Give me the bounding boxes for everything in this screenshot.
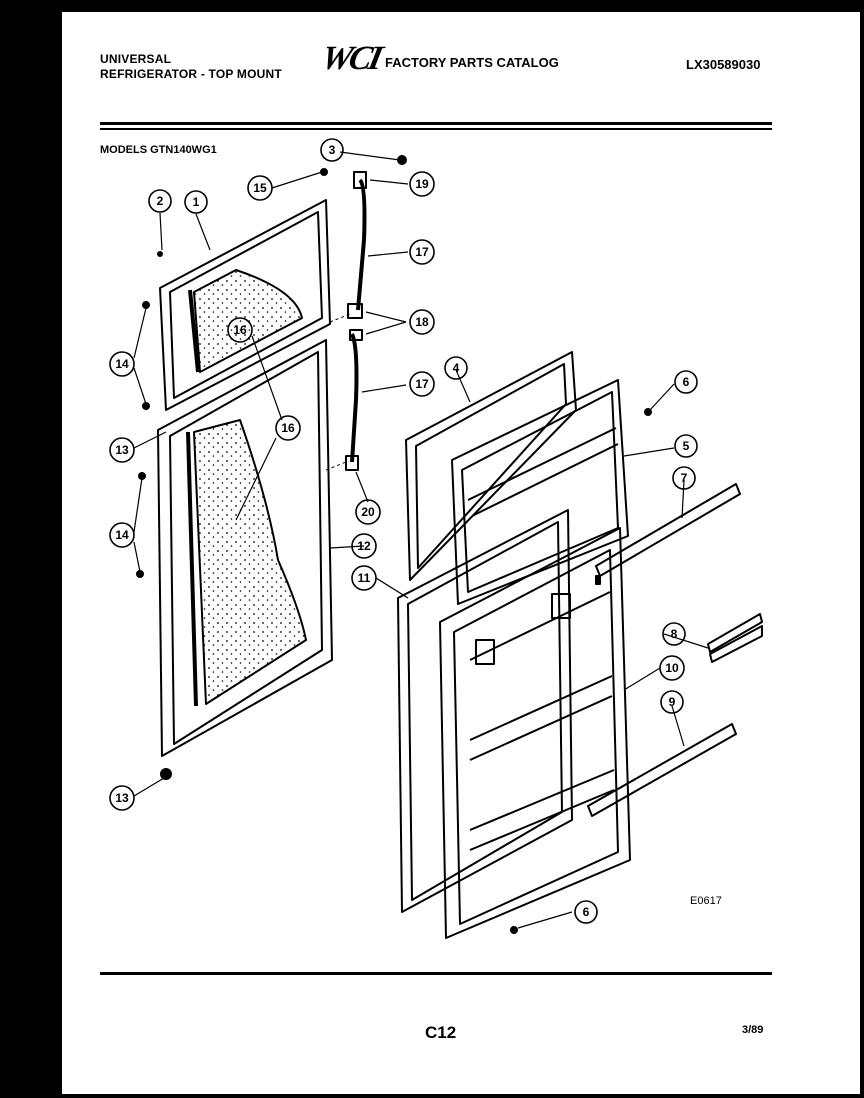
svg-text:12: 12 [357,539,371,553]
diagram-code: E0617 [690,895,722,907]
door-shelf-bar [707,613,763,663]
fresh-food-inner-gasket [397,509,573,913]
callout-14-top: 14 [109,351,135,377]
callout-16-bottom: 16 [275,415,301,441]
catalog-date: 3/89 [742,1024,764,1036]
svg-text:13: 13 [115,443,129,457]
svg-text:16: 16 [233,323,247,337]
brand-line-2: REFRIGERATOR - TOP MOUNT [100,67,282,81]
callout-14-bottom: 14 [109,522,135,548]
svg-text:13: 13 [115,791,129,805]
catalog-title: FACTORY PARTS CATALOG [385,55,559,70]
svg-text:14: 14 [115,528,129,542]
callout-9: 9 [660,690,684,714]
callout-18-top: 18 [409,309,435,335]
callout-20: 20 [355,499,381,525]
callout-6-bottom: 6 [574,900,598,924]
callout-labels: 1 2 3 4 5 6 6 7 8 9 10 11 12 13 13 14 14… [109,138,698,924]
freezer-inner-gasket [405,351,577,581]
lower-door-handle [350,333,359,463]
svg-text:14: 14 [115,357,129,371]
catalog-sheet [62,12,860,1094]
fresh-food-inner-panel [439,527,631,939]
svg-text:19: 19 [415,177,429,191]
fresh-food-insulation [193,419,307,705]
freezer-door-gasket [159,199,331,411]
callout-10: 10 [659,655,685,681]
svg-text:6: 6 [683,375,690,389]
callout-17-top: 17 [409,239,435,265]
fresh-food-door-shelf [587,723,737,817]
svg-text:18: 18 [415,315,429,329]
models-line: MODELS GTN140WG1 [100,144,217,156]
svg-text:2: 2 [157,194,164,208]
callout-15: 15 [247,175,273,201]
callout-1: 1 [184,190,208,214]
callout-leaders [133,151,709,929]
callout-7: 7 [672,466,696,490]
brand-line-1: UNIVERSAL [100,52,172,66]
header-rule-top [100,122,772,125]
svg-text:3: 3 [329,143,336,157]
svg-text:8: 8 [671,627,678,641]
svg-text:11: 11 [358,571,371,585]
catalog-number: LX30589030 [686,57,761,72]
callout-19: 19 [409,171,435,197]
svg-text:4: 4 [453,361,460,375]
callout-11: 11 [351,565,377,591]
callout-8: 8 [662,622,686,646]
callout-12: 12 [351,533,377,559]
callout-2: 2 [148,189,172,213]
svg-text:5: 5 [683,439,690,453]
svg-text:7: 7 [681,471,688,485]
page-number: C12 [425,1023,457,1042]
callout-13-top: 13 [109,437,135,463]
callout-6-top: 6 [674,370,698,394]
fresh-food-door-gasket [157,339,333,757]
svg-text:17: 17 [415,377,429,391]
svg-text:10: 10 [665,661,679,675]
svg-text:9: 9 [669,695,676,709]
freezer-inner-panel [451,379,629,605]
upper-door-handle [356,178,367,311]
svg-text:17: 17 [415,245,429,259]
callout-4: 4 [444,356,468,380]
freezer-door-shelf [595,483,741,585]
svg-text:16: 16 [281,421,295,435]
callout-3: 3 [320,138,344,162]
callout-16-top: 16 [227,317,253,343]
svg-text:6: 6 [583,905,590,919]
callout-13-bottom: 13 [109,785,135,811]
callout-5: 5 [674,434,698,458]
header-rule-bottom [100,128,772,130]
footer-rule [100,972,772,975]
svg-text:15: 15 [253,181,267,195]
svg-text:20: 20 [361,505,375,519]
callout-17-bottom: 17 [409,371,435,397]
svg-text:1: 1 [193,195,200,209]
